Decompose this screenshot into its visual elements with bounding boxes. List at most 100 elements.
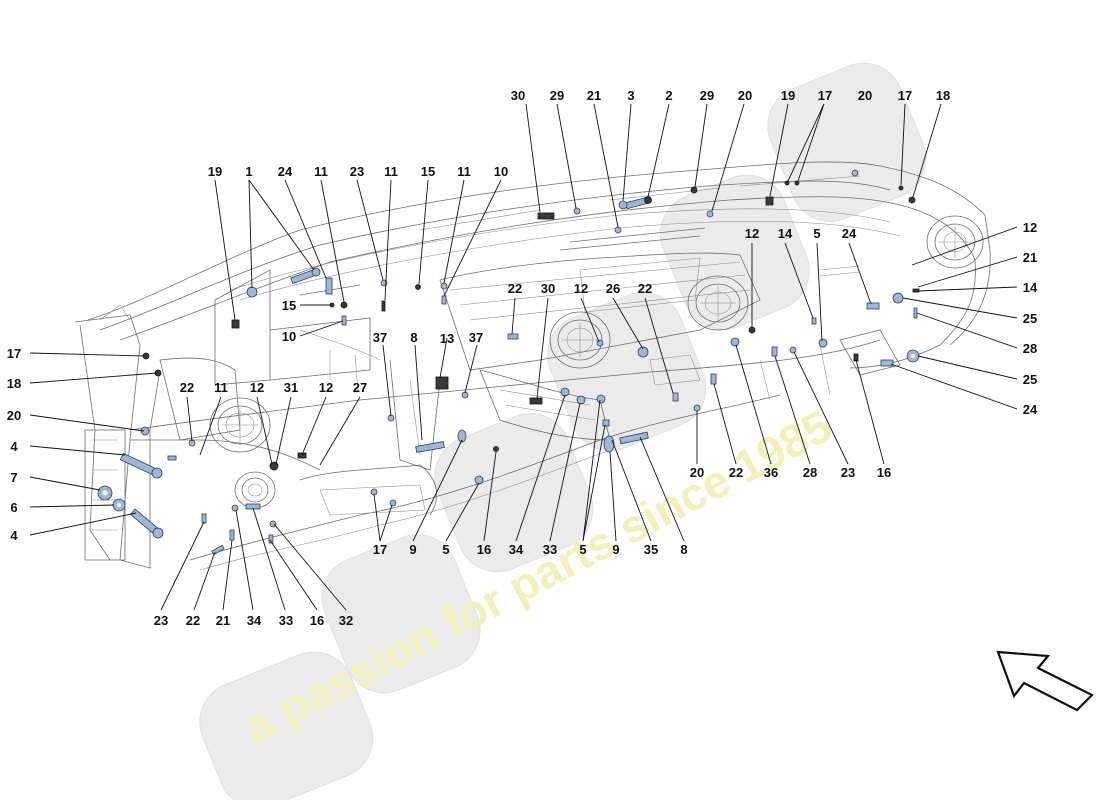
callout-label: 1: [245, 164, 252, 179]
callout-label: 37: [373, 330, 387, 345]
callout-label: 19: [208, 164, 222, 179]
callout-label: 18: [7, 376, 21, 391]
callout-label: 33: [543, 542, 557, 557]
callout-label: 30: [541, 281, 555, 296]
callout-label: 22: [638, 281, 652, 296]
callout-label: 12: [574, 281, 588, 296]
callout-label: 37: [469, 330, 483, 345]
callout-label: 21: [216, 613, 230, 628]
washer-7: [97, 485, 113, 501]
callout-label: 17: [373, 542, 387, 557]
callout-label: 25: [1023, 372, 1037, 387]
center-vent-right: [687, 275, 749, 331]
callout-label: 23: [350, 164, 364, 179]
callout-label: 5: [813, 226, 820, 241]
callout-label: 31: [284, 380, 298, 395]
callout-label: 28: [1023, 341, 1037, 356]
bolt-4a: [119, 452, 163, 479]
callout-label: 30: [511, 88, 525, 103]
callout-label: 24: [278, 164, 293, 179]
callout-label: 9: [409, 542, 416, 557]
bolt-8b: [619, 431, 649, 445]
callout-label: 10: [282, 329, 296, 344]
washer-25a: [892, 292, 904, 304]
callout-label: 27: [353, 380, 367, 395]
bolt-8a: [415, 441, 445, 453]
callout-label: 29: [550, 88, 564, 103]
callout-label: 12: [1023, 220, 1037, 235]
callout-label: 35: [644, 542, 658, 557]
callout-label: 15: [421, 164, 435, 179]
callout-label: 16: [477, 542, 491, 557]
callout-label: 21: [587, 88, 601, 103]
callout-label: 5: [442, 542, 449, 557]
callout-label: 22: [508, 281, 522, 296]
left-vent-large: [209, 397, 271, 453]
callout-label: 20: [690, 465, 704, 480]
washer-9a: [457, 429, 467, 443]
callout-label: 16: [877, 465, 891, 480]
callout-label: 20: [738, 88, 752, 103]
callout-label: 22: [180, 380, 194, 395]
callout-label: 15: [282, 298, 296, 313]
callout-label: 14: [1023, 280, 1038, 295]
bolt-2: [625, 196, 652, 210]
callout-label: 33: [279, 613, 293, 628]
callout-label: 2: [665, 88, 672, 103]
center-vent-left: [549, 311, 611, 369]
callout-label: 34: [509, 542, 524, 557]
callout-label: 19: [781, 88, 795, 103]
callout-label: 34: [247, 613, 262, 628]
callout-label: 25: [1023, 311, 1037, 326]
callout-label: 8: [410, 330, 417, 345]
callout-label: 11: [314, 164, 328, 179]
callout-label: 28: [803, 465, 817, 480]
bolt-24b: [880, 359, 894, 367]
callout-label: 23: [841, 465, 855, 480]
callout-label: 29: [700, 88, 714, 103]
callout-label: 20: [7, 408, 21, 423]
callout-label: 9: [612, 542, 619, 557]
callout-label: 5: [579, 542, 586, 557]
callout-label: 22: [729, 465, 743, 480]
callout-label: 4: [10, 439, 18, 454]
washer-3: [618, 200, 628, 210]
callout-label: 6: [10, 500, 17, 515]
callout-label: 20: [858, 88, 872, 103]
right-vent: [926, 215, 984, 269]
washer-25b: [906, 349, 920, 363]
callout-label: 12: [250, 380, 264, 395]
callout-label: 12: [745, 226, 759, 241]
callout-label: 23: [154, 613, 168, 628]
callout-label: 32: [339, 613, 353, 628]
callout-label: 22: [186, 613, 200, 628]
washer-9b: [603, 435, 615, 453]
callout-label: 24: [842, 226, 857, 241]
callout-label: 3: [627, 88, 634, 103]
callout-label: 36: [764, 465, 778, 480]
callout-label: 10: [494, 164, 508, 179]
callout-label: 21: [1023, 250, 1037, 265]
callout-label: 24: [1023, 402, 1038, 417]
callout-label: 17: [7, 346, 21, 361]
callout-label: 18: [936, 88, 950, 103]
left-vent-small: [234, 471, 276, 509]
bolt-4b: [129, 508, 164, 539]
callout-label: 16: [310, 613, 324, 628]
callout-label: 13: [440, 331, 454, 346]
bolt-24a: [866, 302, 880, 310]
washer-6: [112, 498, 126, 512]
callout-label: 11: [457, 164, 471, 179]
callout-label: 17: [898, 88, 912, 103]
leader-lines: [29, 103, 1018, 611]
callout-label: 7: [10, 470, 17, 485]
callout-label: 4: [10, 528, 18, 543]
callout-label: 11: [384, 164, 398, 179]
callout-label: 26: [606, 281, 620, 296]
callout-label: 11: [214, 380, 228, 395]
callout-label: 14: [778, 226, 793, 241]
callout-label: 12: [319, 380, 333, 395]
callout-labels: 30 29 21 3 2 29 20 19 17 20 17 18 19 1 2…: [7, 88, 1038, 628]
callout-label: 8: [680, 542, 687, 557]
